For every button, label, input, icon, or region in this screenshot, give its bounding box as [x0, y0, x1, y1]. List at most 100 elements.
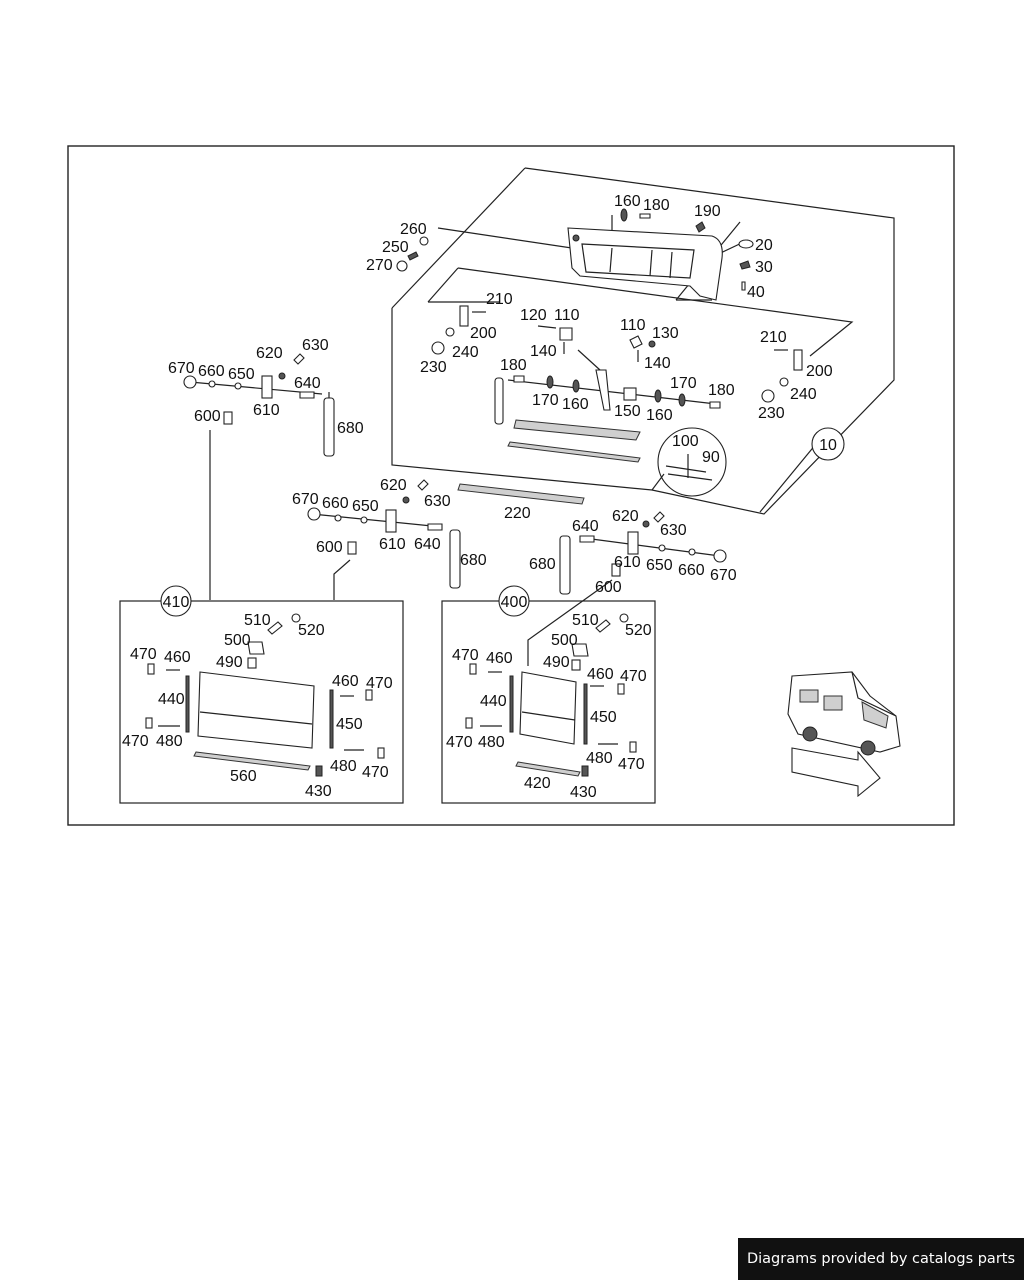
part-label: 210	[486, 291, 513, 308]
part-label: 200	[470, 325, 497, 342]
part-label: 620	[380, 477, 407, 494]
top-assembly-labels: 160 180 190 260 250 270 20 30 40 210 200…	[366, 193, 833, 466]
part-label: 470	[446, 734, 473, 751]
part-label: 260	[400, 221, 427, 238]
part-label: 610	[379, 536, 406, 553]
part-label: 460	[332, 673, 359, 690]
callout-10	[811, 427, 845, 461]
part-label: 40	[747, 284, 765, 301]
part-label: 660	[322, 495, 349, 512]
part-label: 640	[572, 518, 599, 535]
part-label: 610	[614, 554, 641, 571]
part-label: 30	[755, 259, 773, 276]
part-label: 670	[710, 567, 737, 584]
right-door-labels: 510 520 500 490 470 460 440 470 480 460 …	[446, 612, 652, 801]
part-label: 230	[420, 359, 447, 376]
part-label: 650	[646, 557, 673, 574]
part-label: 480	[156, 733, 183, 750]
part-label: 240	[790, 386, 817, 403]
part-label: 520	[298, 622, 325, 639]
part-label: 670	[292, 491, 319, 508]
part-label: 220	[504, 505, 531, 522]
part-label: 660	[678, 562, 705, 579]
part-label: 230	[758, 405, 785, 422]
callout-labels: 10 410 400	[163, 437, 837, 611]
part-label: 480	[478, 734, 505, 751]
part-label: 650	[352, 498, 379, 515]
part-label: 490	[543, 654, 570, 671]
part-label: 460	[486, 650, 513, 667]
assembly-outline-10	[391, 167, 895, 515]
callout-400-label: 400	[501, 594, 528, 611]
part-label: 420	[524, 775, 551, 792]
part-label: 560	[230, 768, 257, 785]
lock-brackets	[431, 305, 803, 403]
part-label: 500	[224, 632, 251, 649]
part-label: 630	[660, 522, 687, 539]
part-label: 170	[670, 375, 697, 392]
part-label: 90	[702, 449, 720, 466]
part-label: 600	[595, 579, 622, 596]
part-label: 630	[424, 493, 451, 510]
right-hinge-labels: 640 620 630 680 610 650 660 670 600	[529, 508, 737, 596]
part-label: 240	[452, 344, 479, 361]
part-label: 510	[572, 612, 599, 629]
part-label: 600	[316, 539, 343, 556]
left-hinge-labels: 670 660 650 620 630 640 610 600 680	[168, 337, 364, 437]
part-label: 470	[366, 675, 393, 692]
part-label: 650	[228, 366, 255, 383]
part-label: 250	[382, 239, 409, 256]
part-label: 680	[460, 552, 487, 569]
credit-text: Diagrams provided by catalogs parts	[746, 1251, 1016, 1267]
part-label: 680	[337, 420, 364, 437]
part-label: 470	[452, 647, 479, 664]
part-label: 130	[652, 325, 679, 342]
right-door-group-400	[441, 585, 656, 804]
detail-circle	[651, 427, 727, 497]
orientation-arrow	[791, 747, 881, 798]
callout-410-label: 410	[163, 594, 190, 611]
part-label: 670	[168, 360, 195, 377]
left-door-labels: 510 520 500 490 470 460 440 470 480 460 …	[122, 612, 393, 800]
center-hinge-assembly	[307, 479, 461, 600]
part-label: 110	[554, 307, 580, 324]
part-label: 110	[620, 317, 646, 334]
top-fasteners	[396, 208, 754, 291]
part-label: 270	[366, 257, 393, 274]
part-label: 160	[614, 193, 641, 210]
part-label: 660	[198, 363, 225, 380]
right-hinge-assembly	[527, 511, 727, 666]
part-label: 480	[586, 750, 613, 767]
door-handle-cover	[567, 227, 723, 301]
part-label: 430	[570, 784, 597, 801]
callout-10-label: 10	[819, 437, 837, 454]
part-label: 460	[587, 666, 614, 683]
part-label: 180	[708, 382, 735, 399]
part-label: 100	[672, 433, 699, 450]
van-thumbnail	[787, 671, 901, 756]
part-label: 470	[122, 733, 149, 750]
part-label: 170	[532, 392, 559, 409]
trim-strips	[507, 419, 641, 463]
part-label: 600	[194, 408, 221, 425]
center-hinge-labels: 620 630 670 660 650 610 640 600 680 220	[292, 477, 531, 569]
part-label: 210	[760, 329, 787, 346]
part-label: 490	[216, 654, 243, 671]
part-label: 620	[612, 508, 639, 525]
part-label: 180	[500, 357, 527, 374]
part-label: 450	[336, 716, 363, 733]
part-label: 640	[414, 536, 441, 553]
part-label: 630	[302, 337, 329, 354]
part-label: 20	[755, 237, 773, 254]
part-label: 450	[590, 709, 617, 726]
part-label: 150	[614, 403, 641, 420]
left-door-group-410	[119, 585, 404, 804]
part-label: 520	[625, 622, 652, 639]
part-label: 180	[643, 197, 670, 214]
part-label: 470	[362, 764, 389, 781]
part-label: 510	[244, 612, 271, 629]
part-label: 140	[530, 343, 557, 360]
part-label: 440	[158, 691, 185, 708]
part-label: 160	[646, 407, 673, 424]
